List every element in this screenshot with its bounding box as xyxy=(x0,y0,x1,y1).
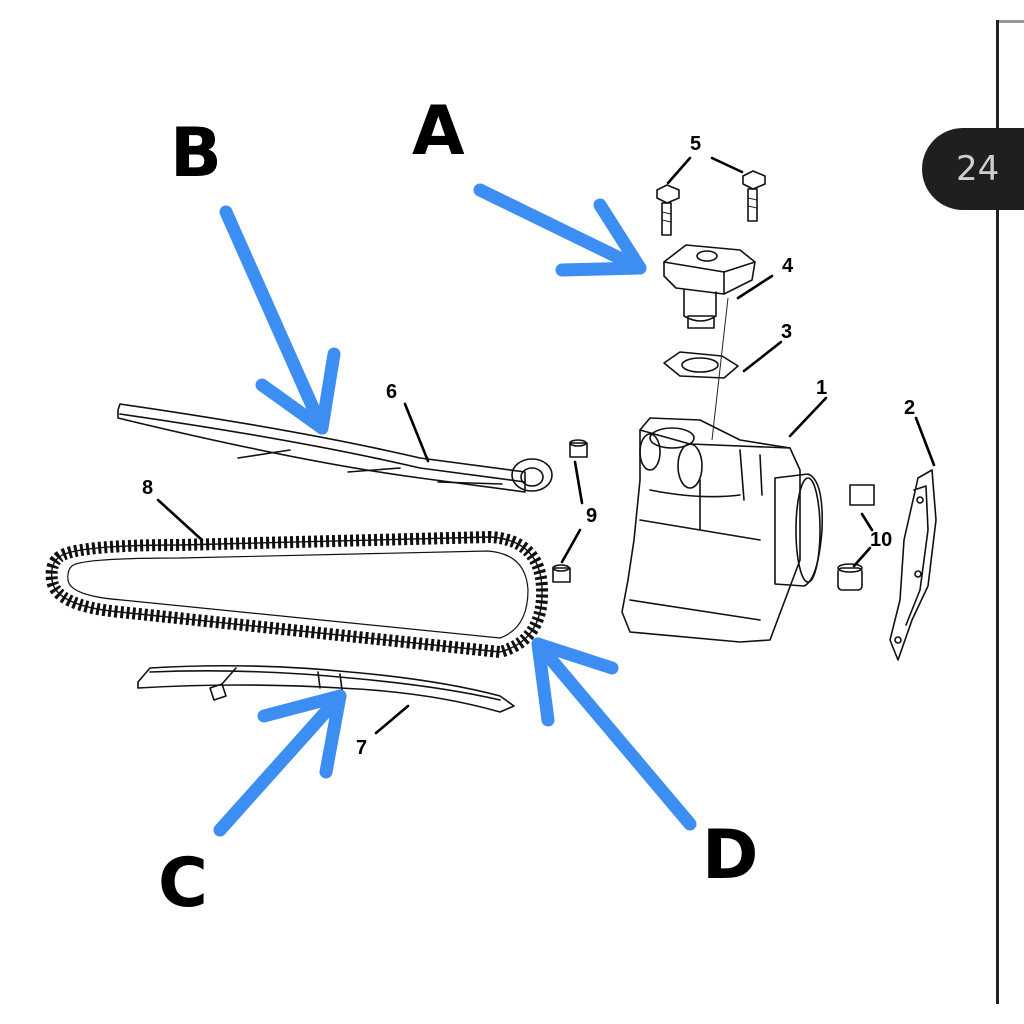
arrow-a xyxy=(473,183,647,277)
part-number-4: 4 xyxy=(782,255,794,277)
arrow-c xyxy=(213,689,347,837)
arrow-d xyxy=(531,637,697,831)
callout-label-d: D xyxy=(702,816,758,895)
callout-label-c: C xyxy=(158,844,208,923)
bolt-right xyxy=(742,170,766,222)
page-number-tab: 24 xyxy=(922,128,1024,210)
part-number-6: 6 xyxy=(386,381,397,403)
part-number-10: 10 xyxy=(870,529,892,551)
pin-upper xyxy=(569,439,588,458)
part-number-2: 2 xyxy=(904,397,915,419)
callout-label-b: B xyxy=(170,114,222,193)
dowel-lower xyxy=(837,563,863,591)
page-number: 24 xyxy=(956,149,1000,189)
part-number-3: 3 xyxy=(781,321,792,343)
part-number-1: 1 xyxy=(816,377,827,399)
arrow-b xyxy=(219,205,341,435)
pin-lower xyxy=(552,564,571,583)
chain-tensioner xyxy=(663,244,756,329)
timing-chain xyxy=(45,530,549,659)
tensioner-guide-rail xyxy=(117,403,553,493)
part-leader-lines xyxy=(156,156,936,735)
part-number-7: 7 xyxy=(356,737,367,759)
part-number-5: 5 xyxy=(690,133,701,155)
assembly-axis-line xyxy=(711,297,729,441)
dowel-upper xyxy=(849,484,875,506)
page-margin-rule xyxy=(996,20,999,1004)
housing-gasket xyxy=(889,469,937,661)
part-number-8: 8 xyxy=(142,477,153,499)
fixed-guide-rail xyxy=(137,664,515,713)
bolt-left xyxy=(656,184,680,236)
part-number-9: 9 xyxy=(586,505,597,527)
timing-chain-housing xyxy=(621,417,824,643)
callout-label-a: A xyxy=(412,92,465,171)
page-top-rule xyxy=(996,20,1024,23)
tensioner-gasket xyxy=(663,351,739,379)
